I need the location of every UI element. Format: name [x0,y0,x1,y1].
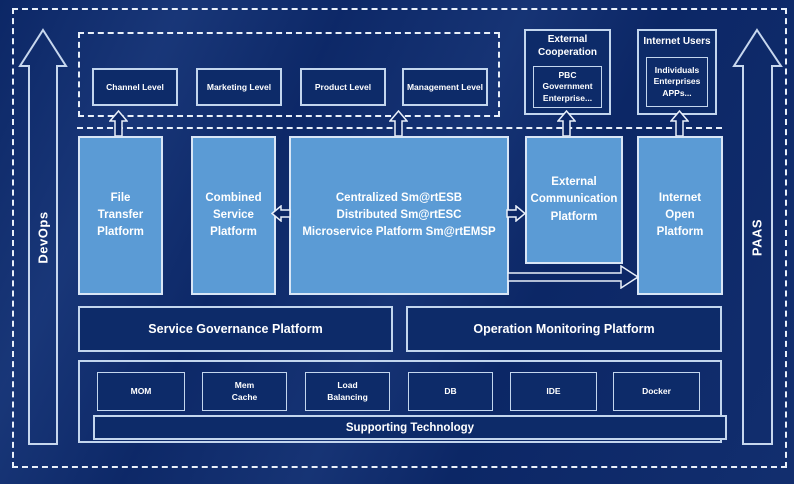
db-label: DB [444,385,457,396]
management-level-box: Management Level [402,68,488,106]
internet-open-platform-label: Internet Open Platform [656,191,704,239]
mom-label: MOM [130,385,152,396]
product-level-label: Product Level [314,82,372,92]
central-esb-platform-box: Centralized Sm@rtESB Distributed Sm@rtES… [289,136,509,295]
mom-box: MOM [97,372,185,411]
combined-service-platform-box: Combined Service Platform [191,136,276,295]
operation-monitoring-platform-label: Operation Monitoring Platform [473,322,655,336]
internet-users-title: Internet Users [643,36,711,47]
file-transfer-platform-label: File Transfer Platform [97,191,144,239]
paas-label: PAAS [749,218,765,257]
right-arrow-icon [506,205,526,222]
ide-label: IDE [546,385,561,396]
internet-users-inner-box: Individuals Enterprises APPs... [646,57,708,107]
marketing-level-box: Marketing Level [196,68,282,106]
internet-users-box: Internet Users Individuals Enterprises A… [637,29,717,115]
ide-box: IDE [510,372,597,411]
mem-cache-box: Mem Cache [202,372,287,411]
load-balancing-box: Load Balancing [305,372,390,411]
external-cooperation-box: External Cooperation PBC Government Ente… [524,29,611,115]
up-arrow-icon [670,110,689,137]
devops-label: DevOps [35,211,51,264]
channel-level-box: Channel Level [92,68,178,106]
internet-open-platform-box: Internet Open Platform [637,136,723,295]
combined-service-platform-label: Combined Service Platform [205,191,262,239]
file-transfer-platform-box: File Transfer Platform [78,136,163,295]
db-box: DB [408,372,493,411]
long-right-arrow-icon [508,265,639,289]
management-level-label: Management Level [406,82,484,92]
load-balancing-label: Load Balancing [327,380,368,402]
product-level-box: Product Level [300,68,386,106]
external-cooperation-inner-box: PBC Government Enterprise... [533,66,602,108]
docker-label: Docker [642,385,671,396]
up-arrow-icon [389,110,408,137]
external-cooperation-title: External Cooperation [538,34,597,58]
supporting-technology-container [78,360,722,443]
mem-cache-label: Mem Cache [231,380,258,402]
left-arrow-icon [271,205,291,222]
external-communication-platform-label: External Communication Platform [530,176,618,223]
operation-monitoring-platform-box: Operation Monitoring Platform [406,306,722,352]
external-communication-platform-box: External Communication Platform [525,136,623,264]
docker-box: Docker [613,372,700,411]
supporting-technology-label: Supporting Technology [345,421,475,434]
central-esb-platform-label: Centralized Sm@rtESB Distributed Sm@rtES… [302,191,496,239]
paas-up-arrow-icon [732,28,783,445]
service-governance-platform-label: Service Governance Platform [148,322,323,336]
user-levels-dashed-box [78,32,500,117]
service-governance-platform-box: Service Governance Platform [78,306,393,352]
external-cooperation-body: PBC Government Enterprise... [542,70,593,103]
up-arrow-icon [109,110,128,137]
up-arrow-icon [557,110,576,137]
outer-dashed-border [12,8,787,468]
marketing-level-label: Marketing Level [206,82,272,92]
internet-users-body: Individuals Enterprises APPs... [653,65,701,98]
supporting-technology-bar: Supporting Technology [93,415,727,440]
devops-up-arrow-icon [18,28,68,445]
channel-level-label: Channel Level [106,82,164,92]
